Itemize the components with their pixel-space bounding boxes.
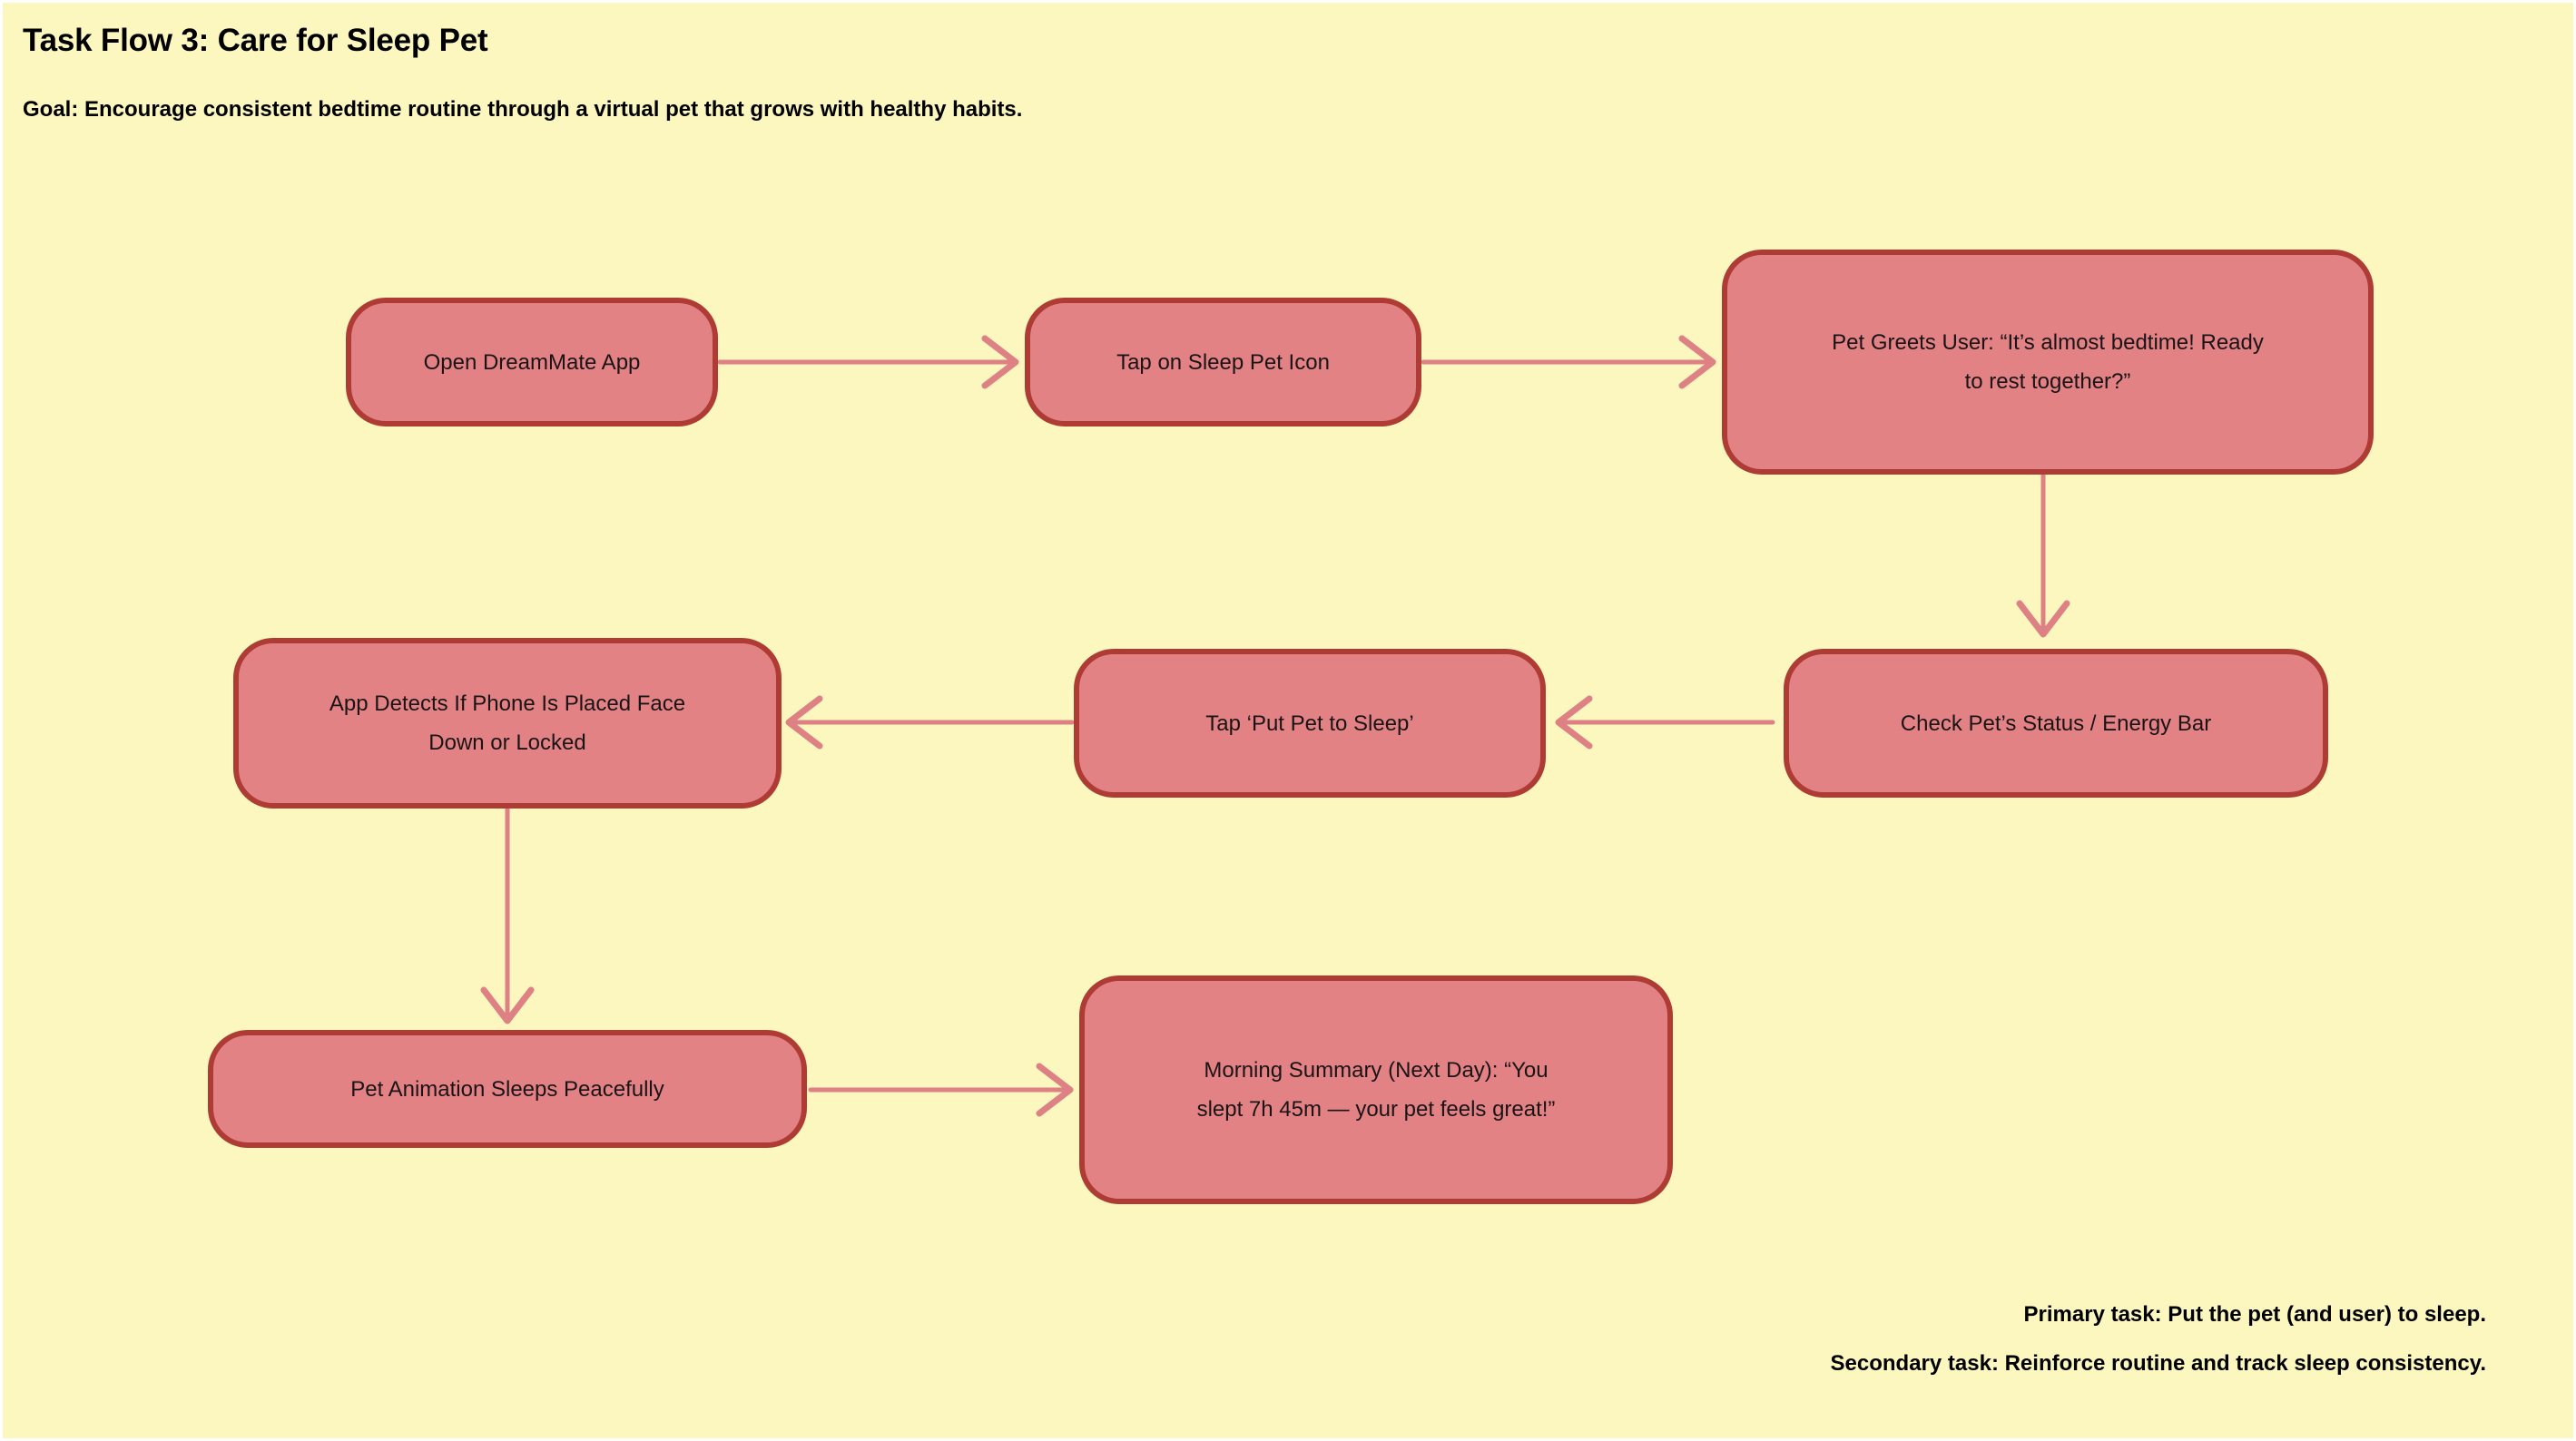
edge-tap-pet-icon-to-pet-greets <box>1421 335 1716 389</box>
node-morning-summary-line1: Morning Summary (Next Day): “You <box>1204 1058 1549 1083</box>
edge-detect-phone-to-pet-sleeps <box>480 795 535 1024</box>
edge-check-status-to-tap-put-sleep <box>1555 695 1775 750</box>
edge-tap-put-sleep-to-detect-phone <box>785 695 1075 750</box>
edge-pet-greets-to-check-status <box>2016 465 2070 638</box>
node-tap-put-sleep[interactable]: Tap ‘Put Pet to Sleep’ <box>1074 649 1546 798</box>
node-morning-summary-line2: slept 7h 45m — your pet feels great!” <box>1196 1097 1556 1122</box>
node-check-status-label: Check Pet’s Status / Energy Bar <box>1900 711 2212 736</box>
primary-task-label: Primary task: Put the pet (and user) to … <box>2023 1302 2486 1327</box>
node-tap-pet-icon[interactable]: Tap on Sleep Pet Icon <box>1025 298 1421 426</box>
edge-open-app-to-tap-pet-icon <box>717 335 1019 389</box>
node-pet-sleeps[interactable]: Pet Animation Sleeps Peacefully <box>208 1030 807 1148</box>
secondary-task-label: Secondary task: Reinforce routine and tr… <box>1830 1351 2486 1376</box>
node-pet-greets-line2: to rest together?” <box>1964 369 2131 394</box>
node-tap-pet-icon-label: Tap on Sleep Pet Icon <box>1116 349 1330 375</box>
node-open-app[interactable]: Open DreamMate App <box>346 298 718 426</box>
node-tap-put-sleep-label: Tap ‘Put Pet to Sleep’ <box>1205 711 1414 736</box>
node-open-app-label: Open DreamMate App <box>423 349 641 375</box>
goal-statement: Goal: Encourage consistent bedtime routi… <box>23 97 1023 122</box>
node-pet-sleeps-label: Pet Animation Sleeps Peacefully <box>350 1076 664 1102</box>
task-summary: Primary task: Put the pet (and user) to … <box>1831 1290 2486 1388</box>
node-check-status[interactable]: Check Pet’s Status / Energy Bar <box>1784 649 2328 798</box>
node-morning-summary[interactable]: Morning Summary (Next Day): “You slept 7… <box>1079 975 1673 1204</box>
node-pet-greets[interactable]: Pet Greets User: “It’s almost bedtime! R… <box>1722 250 2374 475</box>
page-title: Task Flow 3: Care for Sleep Pet <box>23 23 488 58</box>
node-pet-greets-line1: Pet Greets User: “It’s almost bedtime! R… <box>1832 330 2264 355</box>
node-detect-phone-line1: App Detects If Phone Is Placed Face <box>329 691 686 716</box>
edge-pet-sleeps-to-morning-summary <box>808 1063 1074 1117</box>
node-detect-phone[interactable]: App Detects If Phone Is Placed Face Down… <box>233 638 782 809</box>
node-detect-phone-line2: Down or Locked <box>428 730 586 755</box>
